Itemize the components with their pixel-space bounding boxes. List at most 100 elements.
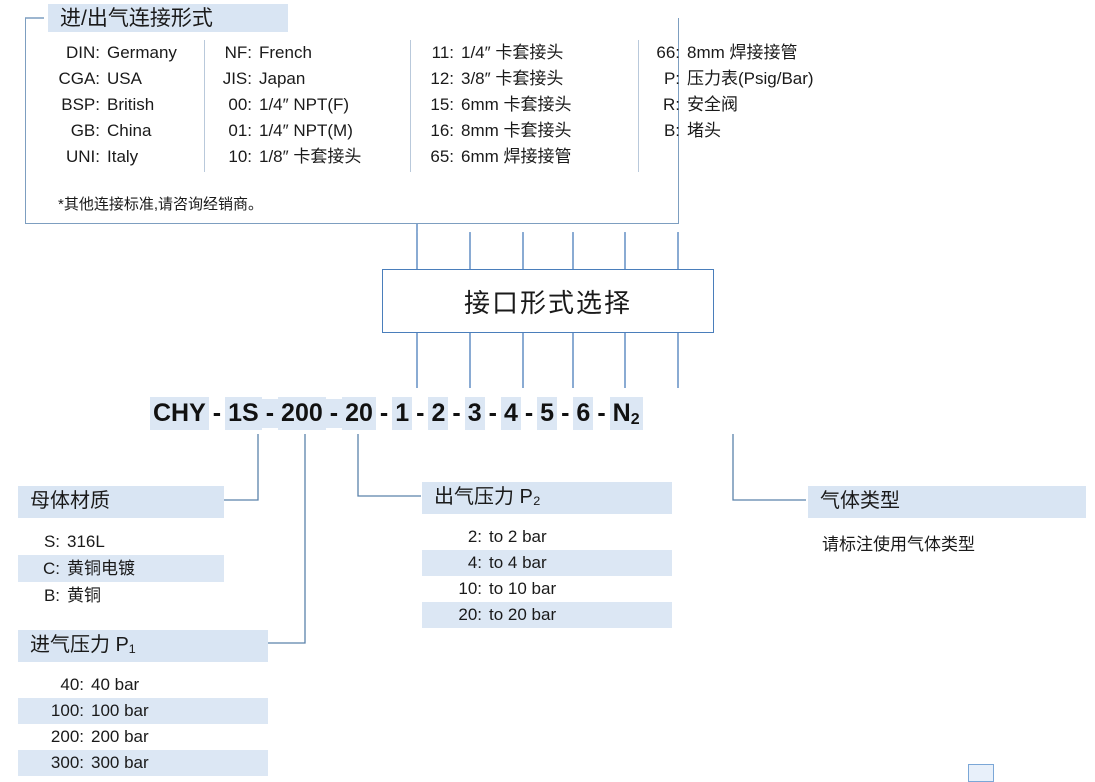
model-seg-chy: CHY (150, 396, 209, 430)
model-seg-3: 3 (464, 396, 485, 430)
label: French (259, 43, 312, 62)
label: Japan (259, 69, 306, 88)
label: 1/4″ NPT(F) (259, 95, 350, 114)
list-item: 00: 1/4″ NPT(F) (218, 92, 361, 118)
code: 100: (50, 701, 84, 720)
inlet-pressure-heading: 进气压力 P₁ (18, 630, 268, 662)
gas-type-heading: 气体类型 (808, 486, 1086, 518)
column-divider (638, 40, 639, 172)
list-item: R: 安全阀 (652, 92, 814, 118)
model-dash: - (379, 398, 389, 427)
model-dash: - (416, 398, 425, 427)
model-seg-inlet-pressure: 200 (278, 396, 326, 430)
model-dash: - (561, 398, 570, 427)
label: 黄铜 (67, 586, 101, 605)
code: 200: (50, 727, 84, 746)
list-item: S: 316L (18, 528, 224, 555)
model-seg-1: 1 (392, 396, 413, 430)
code: CGA: (58, 69, 100, 88)
column-divider (410, 40, 411, 172)
label: 3/8″ 卡套接头 (461, 69, 564, 88)
label: 40 bar (91, 675, 140, 694)
code: 10: (458, 579, 482, 598)
material-list: S: 316L C: 黄铜电镀 B: 黄铜 (18, 528, 224, 609)
list-item: NF: French (218, 40, 361, 66)
model-seg-2: 2 (428, 396, 449, 430)
code: NF: (224, 43, 252, 62)
list-item: 300: 300 bar (18, 750, 268, 776)
list-item: 12: 3/8″ 卡套接头 (424, 66, 572, 92)
label: 安全阀 (687, 95, 738, 114)
code: B: (663, 121, 680, 140)
code: 300: (50, 753, 84, 772)
code: 01: (228, 121, 252, 140)
list-item: 66: 8mm 焊接接管 (652, 40, 814, 66)
model-seg-5: 5 (537, 396, 558, 430)
label: 黄铜电镀 (67, 559, 135, 578)
list-item: UNI: Italy (58, 144, 177, 170)
list-item: B: 堵头 (652, 118, 814, 144)
material-heading: 母体材质 (18, 486, 224, 518)
model-dash: - (325, 398, 343, 428)
corner-widget-clipped[interactable] (968, 764, 994, 782)
label: 6mm 焊接接管 (461, 147, 572, 166)
label: British (107, 95, 155, 114)
list-item: C: 黄铜电镀 (18, 555, 224, 582)
list-item: 200: 200 bar (18, 724, 268, 750)
model-code-string: CHY - 1S - 200 - 20 - 1 - 2 - 3 - 4 - 5 … (150, 395, 643, 431)
label: 8mm 焊接接管 (687, 43, 798, 62)
label: China (107, 121, 152, 140)
list-item: P: 压力表(Psig/Bar) (652, 66, 814, 92)
label: 1/8″ 卡套接头 (259, 147, 362, 166)
list-item: CGA: USA (58, 66, 177, 92)
model-dash: - (452, 398, 461, 427)
label: Germany (107, 43, 177, 62)
label: 1/4″ 卡套接头 (461, 43, 564, 62)
list-item: 10: 1/8″ 卡套接头 (218, 144, 361, 170)
outlet-pressure-heading: 出气压力 P₂ (422, 482, 672, 514)
code: JIS: (222, 69, 252, 88)
code: 4: (467, 553, 482, 572)
connection-type-note: *其他连接标准,请咨询经销商。 (58, 196, 264, 213)
code: GB: (70, 121, 100, 140)
code: 2: (467, 527, 482, 546)
list-item: 01: 1/4″ NPT(M) (218, 118, 361, 144)
label: 100 bar (91, 701, 149, 720)
list-item: 11: 1/4″ 卡套接头 (424, 40, 572, 66)
code: 12: (430, 69, 454, 88)
list-item: 10: to 10 bar (422, 576, 672, 602)
model-seg-gas: N2 (609, 396, 643, 430)
gas-type-block: 气体类型 请标注使用气体类型 (808, 486, 1086, 555)
model-dash: - (488, 398, 497, 427)
label: to 20 bar (489, 605, 557, 624)
inlet-pressure-list: 40: 40 bar 100: 100 bar 200: 200 bar 300… (18, 672, 268, 776)
label: Italy (107, 147, 139, 166)
list-item: GB: China (58, 118, 177, 144)
label: 316L (67, 532, 105, 551)
code: 10: (228, 147, 252, 166)
label: 1/4″ NPT(M) (259, 121, 353, 140)
label: 压力表(Psig/Bar) (687, 69, 814, 88)
label: USA (107, 69, 142, 88)
connection-type-box (25, 18, 679, 224)
model-dash: - (597, 398, 606, 427)
code: 15: (430, 95, 454, 114)
code: DIN: (66, 43, 100, 62)
connection-column-accessories: 66: 8mm 焊接接管 P: 压力表(Psig/Bar) R: 安全阀 B: … (652, 40, 814, 144)
gas-subscript: 2 (630, 410, 640, 428)
code: 00: (228, 95, 252, 114)
connection-column-standards: DIN: Germany CGA: USA BSP: British GB: C… (58, 40, 177, 170)
code: C: (43, 559, 60, 578)
label: to 2 bar (489, 527, 547, 546)
list-item: 65: 6mm 焊接接管 (424, 144, 572, 170)
gas-symbol: N (612, 398, 631, 427)
connection-type-title: 进/出气连接形式 (48, 4, 288, 32)
model-dash: - (261, 398, 279, 428)
list-item: 2: to 2 bar (422, 524, 672, 550)
list-item: 20: to 20 bar (422, 602, 672, 628)
gas-type-note: 请标注使用气体类型 (822, 535, 975, 554)
outlet-pressure-block: 出气压力 P₂ 2: to 2 bar 4: to 4 bar 10: to 1… (422, 482, 672, 628)
code: S: (43, 532, 60, 551)
list-item: 16: 8mm 卡套接头 (424, 118, 571, 144)
label: to 4 bar (489, 553, 547, 572)
